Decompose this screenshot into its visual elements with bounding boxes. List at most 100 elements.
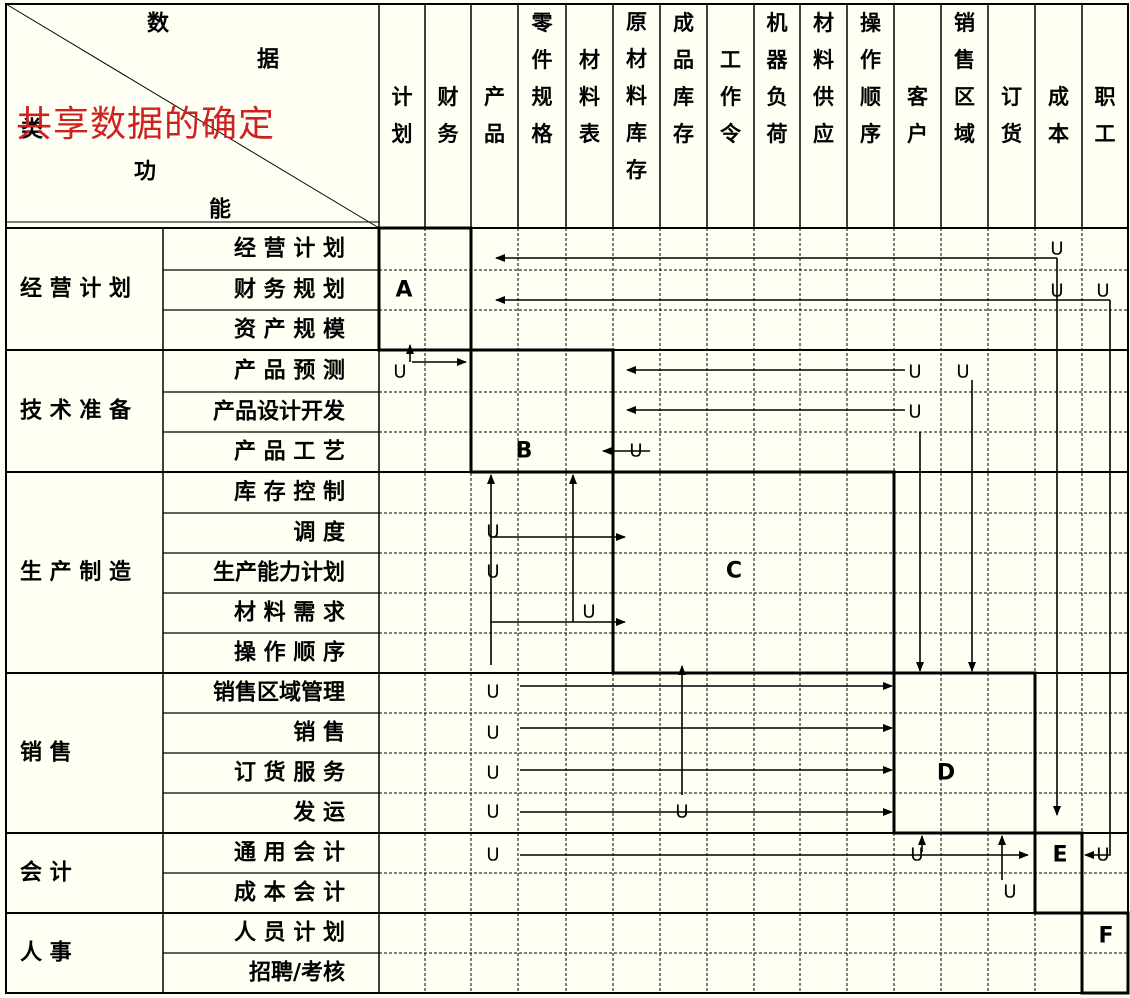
column-header-char: 材 [626, 47, 647, 71]
column-header-char: 本 [1048, 122, 1069, 146]
group-label: 生 产 制 造 [20, 560, 131, 585]
column-header-char: 供 [812, 85, 834, 109]
column-header-char: 成 [1048, 85, 1069, 109]
block-label: B [516, 439, 533, 464]
function-label: 库 存 控 制 [234, 479, 345, 505]
function-label: 通 用 会 计 [234, 840, 345, 866]
column-header-char: 材 [579, 48, 600, 72]
column-header-char: 区 [954, 85, 975, 109]
corner-func-char: 能 [209, 197, 231, 223]
column-header-char: 品 [484, 122, 505, 146]
column-header-char: 规 [532, 85, 553, 109]
column-header-char: 品 [673, 48, 694, 72]
column-header-char: 材 [813, 11, 834, 35]
column-header-char: 料 [579, 85, 600, 109]
column-header-char: 域 [954, 122, 975, 146]
column-header-char: 机 [767, 11, 788, 35]
column-header-char: 序 [860, 122, 881, 146]
usage-mark-u: U [1050, 239, 1063, 260]
block-outline [469, 348, 615, 474]
group-label: 经 营 计 划 [20, 276, 131, 302]
block-label: A [395, 278, 412, 303]
function-label: 招聘/考核 [249, 960, 345, 986]
usage-mark-u: U [393, 362, 406, 383]
corner-func-char: 功 [134, 160, 156, 185]
column-header-char: 器 [766, 48, 789, 72]
column-header-char: 料 [626, 84, 647, 108]
group-label: 会 计 [20, 860, 72, 886]
function-label: 产 品 工 艺 [234, 439, 345, 465]
function-label: 财 务 规 划 [234, 278, 345, 303]
block-outline [611, 470, 896, 675]
block-outline [1080, 911, 1130, 995]
corner-func-char: 类 [21, 118, 44, 143]
column-header-char: 产 [484, 85, 505, 109]
usage-mark-u: U [908, 362, 921, 383]
outer-frame [5, 3, 1129, 994]
group-label: 技 术 准 备 [20, 398, 132, 424]
column-header-char: 售 [954, 48, 975, 72]
column-header-char: 作 [720, 85, 741, 109]
column-header-char: 工 [1095, 122, 1116, 146]
block-label: D [937, 761, 955, 786]
column-header-char: 操 [860, 11, 882, 35]
column-header-char: 件 [532, 48, 553, 72]
usage-mark-u: U [486, 763, 499, 784]
corner-data-char: 数 [147, 11, 170, 37]
corner-diagonal [5, 3, 380, 229]
column-header-char: 货 [1001, 122, 1022, 146]
function-label: 产 品 预 测 [234, 359, 345, 384]
column-header-char: 作 [860, 48, 881, 72]
block-label: C [726, 559, 742, 584]
function-label: 销 售 [293, 720, 345, 746]
usage-mark-u: U [1003, 882, 1016, 903]
block-label: F [1098, 924, 1113, 949]
function-label: 成 本 会 计 [234, 880, 345, 906]
column-header-char: 工 [720, 48, 741, 72]
block-outline [1033, 831, 1084, 915]
column-header-char: 荷 [767, 122, 788, 146]
group-label: 销 售 [20, 740, 72, 766]
function-label: 操 作 顺 序 [234, 640, 345, 666]
usage-mark-u: U [486, 845, 499, 866]
column-header-char: 料 [813, 48, 834, 72]
column-header-char: 订 [1001, 85, 1022, 109]
column-header-char: 令 [720, 122, 742, 146]
function-label: 产品设计开发 [213, 399, 346, 425]
usage-mark-u: U [486, 522, 499, 543]
flow-arrow [1084, 300, 1111, 859]
function-label: 人 员 计 划 [234, 921, 345, 946]
function-label: 调 度 [293, 520, 346, 546]
column-header-char: 表 [579, 122, 601, 146]
column-header-char: 负 [767, 85, 788, 109]
function-label: 生产能力计划 [213, 560, 345, 586]
column-header-char: 库 [626, 121, 647, 145]
function-label: 发 运 [292, 800, 345, 826]
column-header-char: 户 [907, 122, 928, 146]
column-header-char: 存 [673, 122, 694, 146]
function-label: 材 料 需 求 [234, 601, 345, 626]
block-label: E [1052, 843, 1067, 868]
usage-mark-u: U [956, 362, 969, 383]
block-outline [892, 671, 1037, 835]
column-header-char: 格 [532, 122, 554, 146]
column-header-char: 计 [392, 85, 413, 109]
usage-mark-u: U [1096, 281, 1109, 302]
column-header-char: 划 [392, 122, 413, 146]
corner-data-char: 据 [257, 48, 279, 73]
column-header-char: 原 [626, 10, 647, 34]
usage-mark-u: U [908, 402, 921, 423]
function-label: 资 产 规 模 [234, 318, 346, 343]
usage-mark-u: U [486, 562, 499, 583]
column-header-char: 应 [813, 122, 834, 146]
column-header-char: 存 [626, 158, 647, 182]
column-header-char: 销 [954, 11, 975, 35]
column-header-char: 顺 [860, 85, 881, 109]
usage-mark-u: U [582, 602, 595, 623]
usage-mark-u: U [486, 682, 499, 703]
group-label: 人 事 [20, 940, 72, 966]
usage-mark-u: U [486, 802, 499, 823]
column-header-char: 库 [673, 85, 694, 109]
